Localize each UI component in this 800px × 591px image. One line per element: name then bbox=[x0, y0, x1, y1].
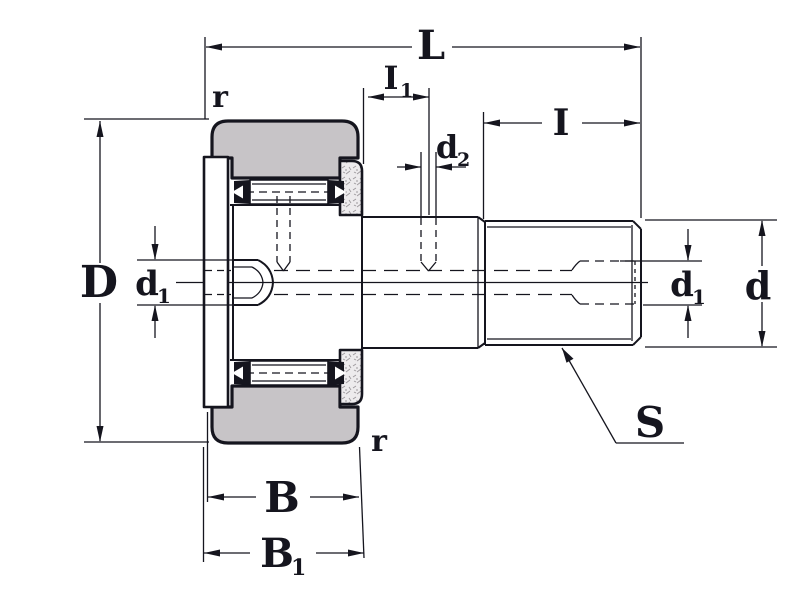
side-plate bbox=[202, 155, 231, 409]
hex-socket-left bbox=[233, 259, 275, 306]
leader-S: S bbox=[561, 347, 684, 447]
label-r-top: r bbox=[212, 80, 229, 115]
label-d1-right-sub: 1 bbox=[692, 285, 706, 309]
stud-flange bbox=[338, 159, 364, 406]
label-I1: I bbox=[384, 59, 399, 97]
label-B1-sub: 1 bbox=[291, 555, 306, 581]
lubrication-ducts bbox=[274, 152, 572, 296]
outer-ring bbox=[210, 119, 360, 445]
dim-d2: d 2 bbox=[397, 128, 470, 171]
dim-B: B bbox=[202, 412, 365, 562]
label-D: D bbox=[80, 257, 118, 308]
stud-body bbox=[230, 204, 642, 361]
dim-d: d bbox=[645, 219, 777, 348]
label-r-bottom: r bbox=[371, 424, 388, 459]
dim-d1-right: d 1 bbox=[620, 229, 706, 338]
label-d1-right: d bbox=[670, 265, 694, 305]
dim-I: I bbox=[482, 102, 640, 219]
dim-D: D bbox=[80, 118, 209, 443]
label-L: L bbox=[417, 22, 445, 69]
label-B: B bbox=[264, 473, 300, 522]
dim-I1: I 1 bbox=[362, 59, 430, 215]
label-d1-left-sub: 1 bbox=[157, 284, 171, 308]
dim-L: L bbox=[204, 22, 642, 218]
label-I1-sub: 1 bbox=[400, 80, 413, 102]
label-d2-sub: 2 bbox=[457, 149, 470, 171]
label-B1: B bbox=[260, 530, 294, 577]
label-S: S bbox=[635, 398, 665, 447]
needle-rollers bbox=[246, 179, 332, 386]
corner-radius-labels: r r bbox=[212, 80, 388, 459]
seals bbox=[232, 180, 346, 385]
dim-d1-left: d 1 bbox=[135, 226, 232, 338]
dim-B1: B 1 bbox=[204, 530, 364, 581]
label-I: I bbox=[553, 102, 570, 144]
label-d1-left: d bbox=[135, 264, 159, 304]
label-d2: d bbox=[436, 128, 458, 166]
label-d: d bbox=[745, 263, 772, 308]
